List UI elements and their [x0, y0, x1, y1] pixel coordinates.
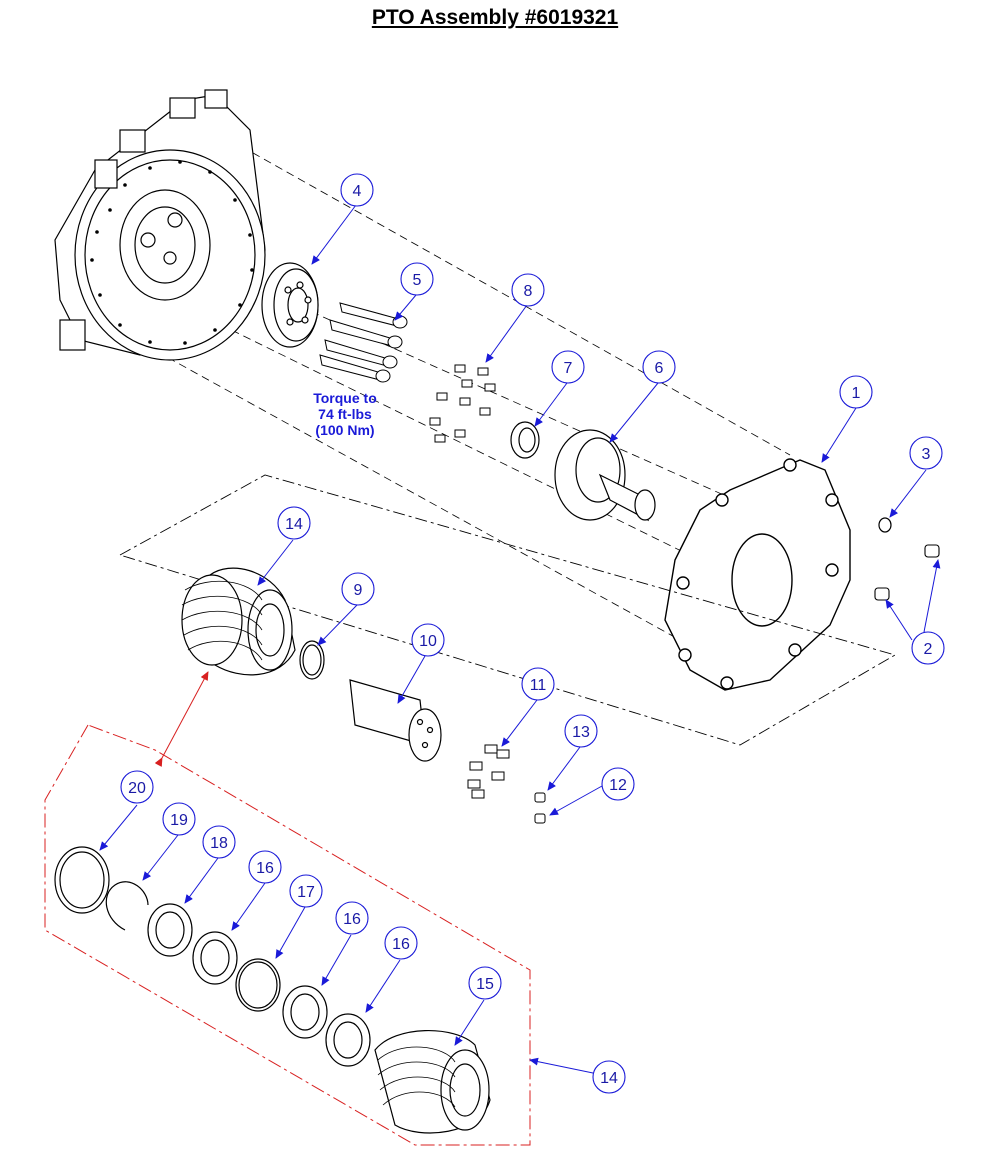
part-7-seal [510, 421, 540, 459]
torque-note-line-3: (100 Nm) [315, 422, 374, 438]
part-18-bearing [147, 903, 193, 957]
kit-14-boundary [44, 724, 531, 1146]
callout-numbers: 4 5 8 7 6 1 3 2 14 9 10 11 13 12 20 19 1… [128, 183, 932, 1087]
callout-12: 12 [609, 777, 627, 794]
callout-leaders [99, 204, 941, 1074]
callout-17: 17 [297, 884, 315, 901]
callout-16-c: 16 [392, 936, 410, 953]
callout-14-upper: 14 [285, 516, 303, 533]
part-16-bearing-a [192, 931, 238, 985]
torque-note-line-1: Torque to [313, 390, 377, 406]
part-15-pulley-lower [374, 1029, 491, 1134]
callout-5: 5 [413, 272, 422, 289]
callout-9: 9 [354, 582, 363, 599]
part-16-bearing-c [325, 1013, 371, 1067]
pulley-lower-grooves [377, 1046, 456, 1108]
callout-20: 20 [128, 780, 146, 797]
callout-8: 8 [524, 283, 533, 300]
part-12-nut [534, 813, 546, 824]
part-9-retaining-ring [299, 640, 325, 680]
part-17-spacer [235, 958, 281, 1012]
part-8-small-bolts [429, 364, 496, 443]
part-13-nut [534, 792, 546, 803]
callout-3: 3 [922, 446, 931, 463]
callout-11: 11 [530, 677, 547, 694]
part-6-shaft-housing [554, 429, 656, 522]
callout-1: 1 [852, 385, 861, 402]
callout-19: 19 [170, 812, 188, 829]
part-14-pulley-upper [181, 567, 296, 676]
kit-link-arrow [154, 671, 209, 767]
part-10-spline-shaft [349, 679, 442, 762]
part-16-bearing-b [282, 985, 328, 1039]
flywheel-bolt-holes [90, 160, 254, 345]
torque-note-line-2: 74 ft-lbs [318, 406, 372, 422]
callout-2: 2 [924, 641, 933, 658]
pulley-upper-grooves [181, 580, 263, 661]
part-5-bolts [319, 302, 408, 383]
callout-7: 7 [564, 360, 573, 377]
part-3-washer [878, 517, 892, 533]
page-title: PTO Assembly #6019321 [371, 6, 619, 29]
part-19-snap-ring [105, 881, 149, 931]
callout-10: 10 [419, 633, 437, 650]
callout-18: 18 [210, 835, 228, 852]
callout-14-lower: 14 [600, 1070, 618, 1087]
callout-balloons [120, 173, 945, 1094]
callout-13: 13 [572, 724, 590, 741]
part-2-bolts [874, 544, 940, 601]
part-4-hub [261, 262, 319, 348]
callout-15: 15 [476, 976, 494, 993]
callout-16-a: 16 [256, 860, 274, 877]
part-11-bolts [467, 744, 510, 799]
flywheel-housing [54, 89, 266, 361]
part-20-ring [54, 846, 110, 914]
callout-6: 6 [655, 360, 664, 377]
middle-guide-boundary [118, 474, 897, 746]
part-1-adapter-plate [664, 458, 851, 691]
callout-4: 4 [353, 183, 362, 200]
callout-16-b: 16 [343, 911, 361, 928]
